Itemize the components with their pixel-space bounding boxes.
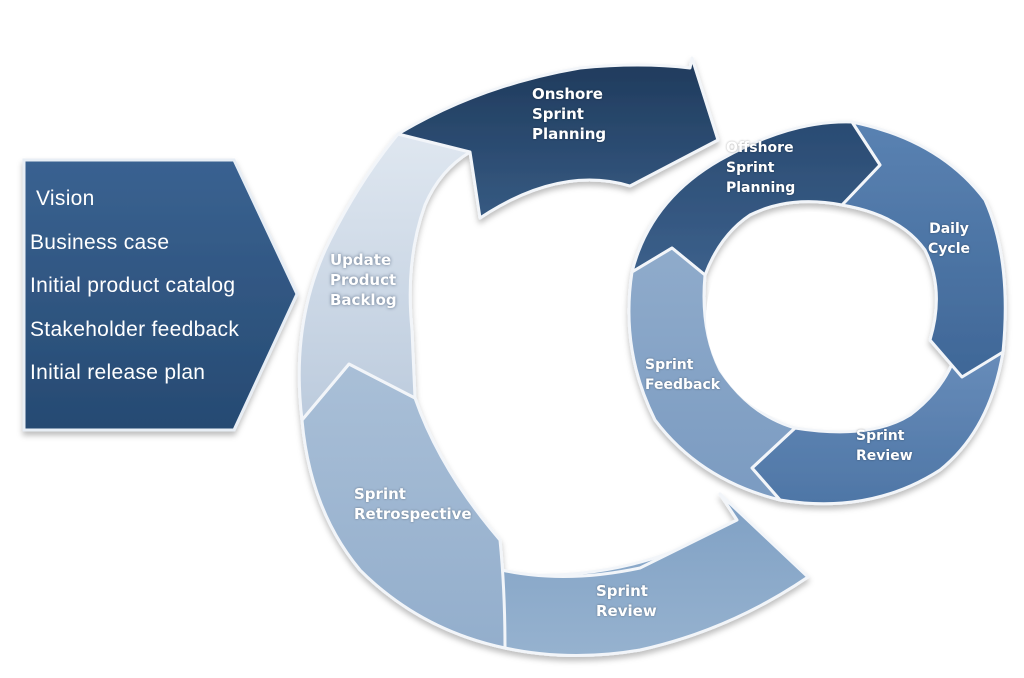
input-item-initial-release-plan: Initial release plan	[30, 361, 206, 384]
outer-segment-sprint-review-body	[491, 492, 810, 657]
label-line: Feedback	[645, 377, 721, 393]
label-line: Review	[856, 448, 913, 464]
label-line: Sprint	[354, 485, 406, 503]
label-line: Onshore	[532, 85, 603, 103]
label-line: Offshore	[726, 140, 794, 156]
label-outer-sprint-review: Sprint Review	[596, 581, 657, 621]
label-line: Product	[330, 271, 397, 289]
outer-cycle	[297, 56, 810, 657]
label-onshore-sprint-planning: Onshore Sprint Planning	[532, 84, 606, 144]
inputs-arrow	[22, 158, 299, 432]
label-line: Daily	[929, 221, 969, 237]
label-sprint-retrospective: Sprint Retrospective	[354, 484, 472, 524]
label-offshore-sprint-planning: Offshore Sprint Planning	[726, 138, 795, 198]
input-item-initial-product-catalog: Initial product catalog	[30, 274, 236, 297]
label-line: Sprint	[726, 160, 775, 176]
input-item-vision: Vision	[36, 187, 95, 210]
label-update-product-backlog: Update Product Backlog	[330, 250, 397, 310]
label-line: Sprint	[856, 428, 905, 444]
inner-segment-daily-cycle	[840, 120, 1007, 379]
outer-segment-onshore-sprint-planning	[396, 56, 720, 220]
inputs-list: Vision Business case Initial product cat…	[30, 188, 280, 406]
input-item-stakeholder-feedback: Stakeholder feedback	[30, 317, 240, 341]
label-line: Retrospective	[354, 505, 472, 523]
label-line: Planning	[726, 180, 796, 196]
label-daily-cycle: Daily Cycle	[928, 219, 970, 259]
label-line: Sprint	[596, 582, 648, 600]
outer-segment-sprint-retrospective	[300, 362, 507, 650]
label-inner-sprint-review: Sprint Review	[856, 426, 913, 466]
inner-cycle	[627, 120, 1007, 506]
label-line: Update	[330, 251, 392, 269]
inner-segment-offshore-sprint-planning	[630, 120, 882, 277]
label-line: Planning	[532, 125, 607, 143]
label-line: Review	[596, 602, 657, 620]
input-item-business-case: Business case	[30, 230, 170, 254]
inner-cycle-center	[706, 212, 918, 424]
label-line: Backlog	[330, 291, 397, 309]
label-line: Cycle	[928, 241, 970, 257]
label-sprint-feedback: Sprint Feedback	[645, 355, 720, 395]
label-line: Sprint	[645, 357, 694, 373]
label-line: Sprint	[532, 105, 584, 123]
